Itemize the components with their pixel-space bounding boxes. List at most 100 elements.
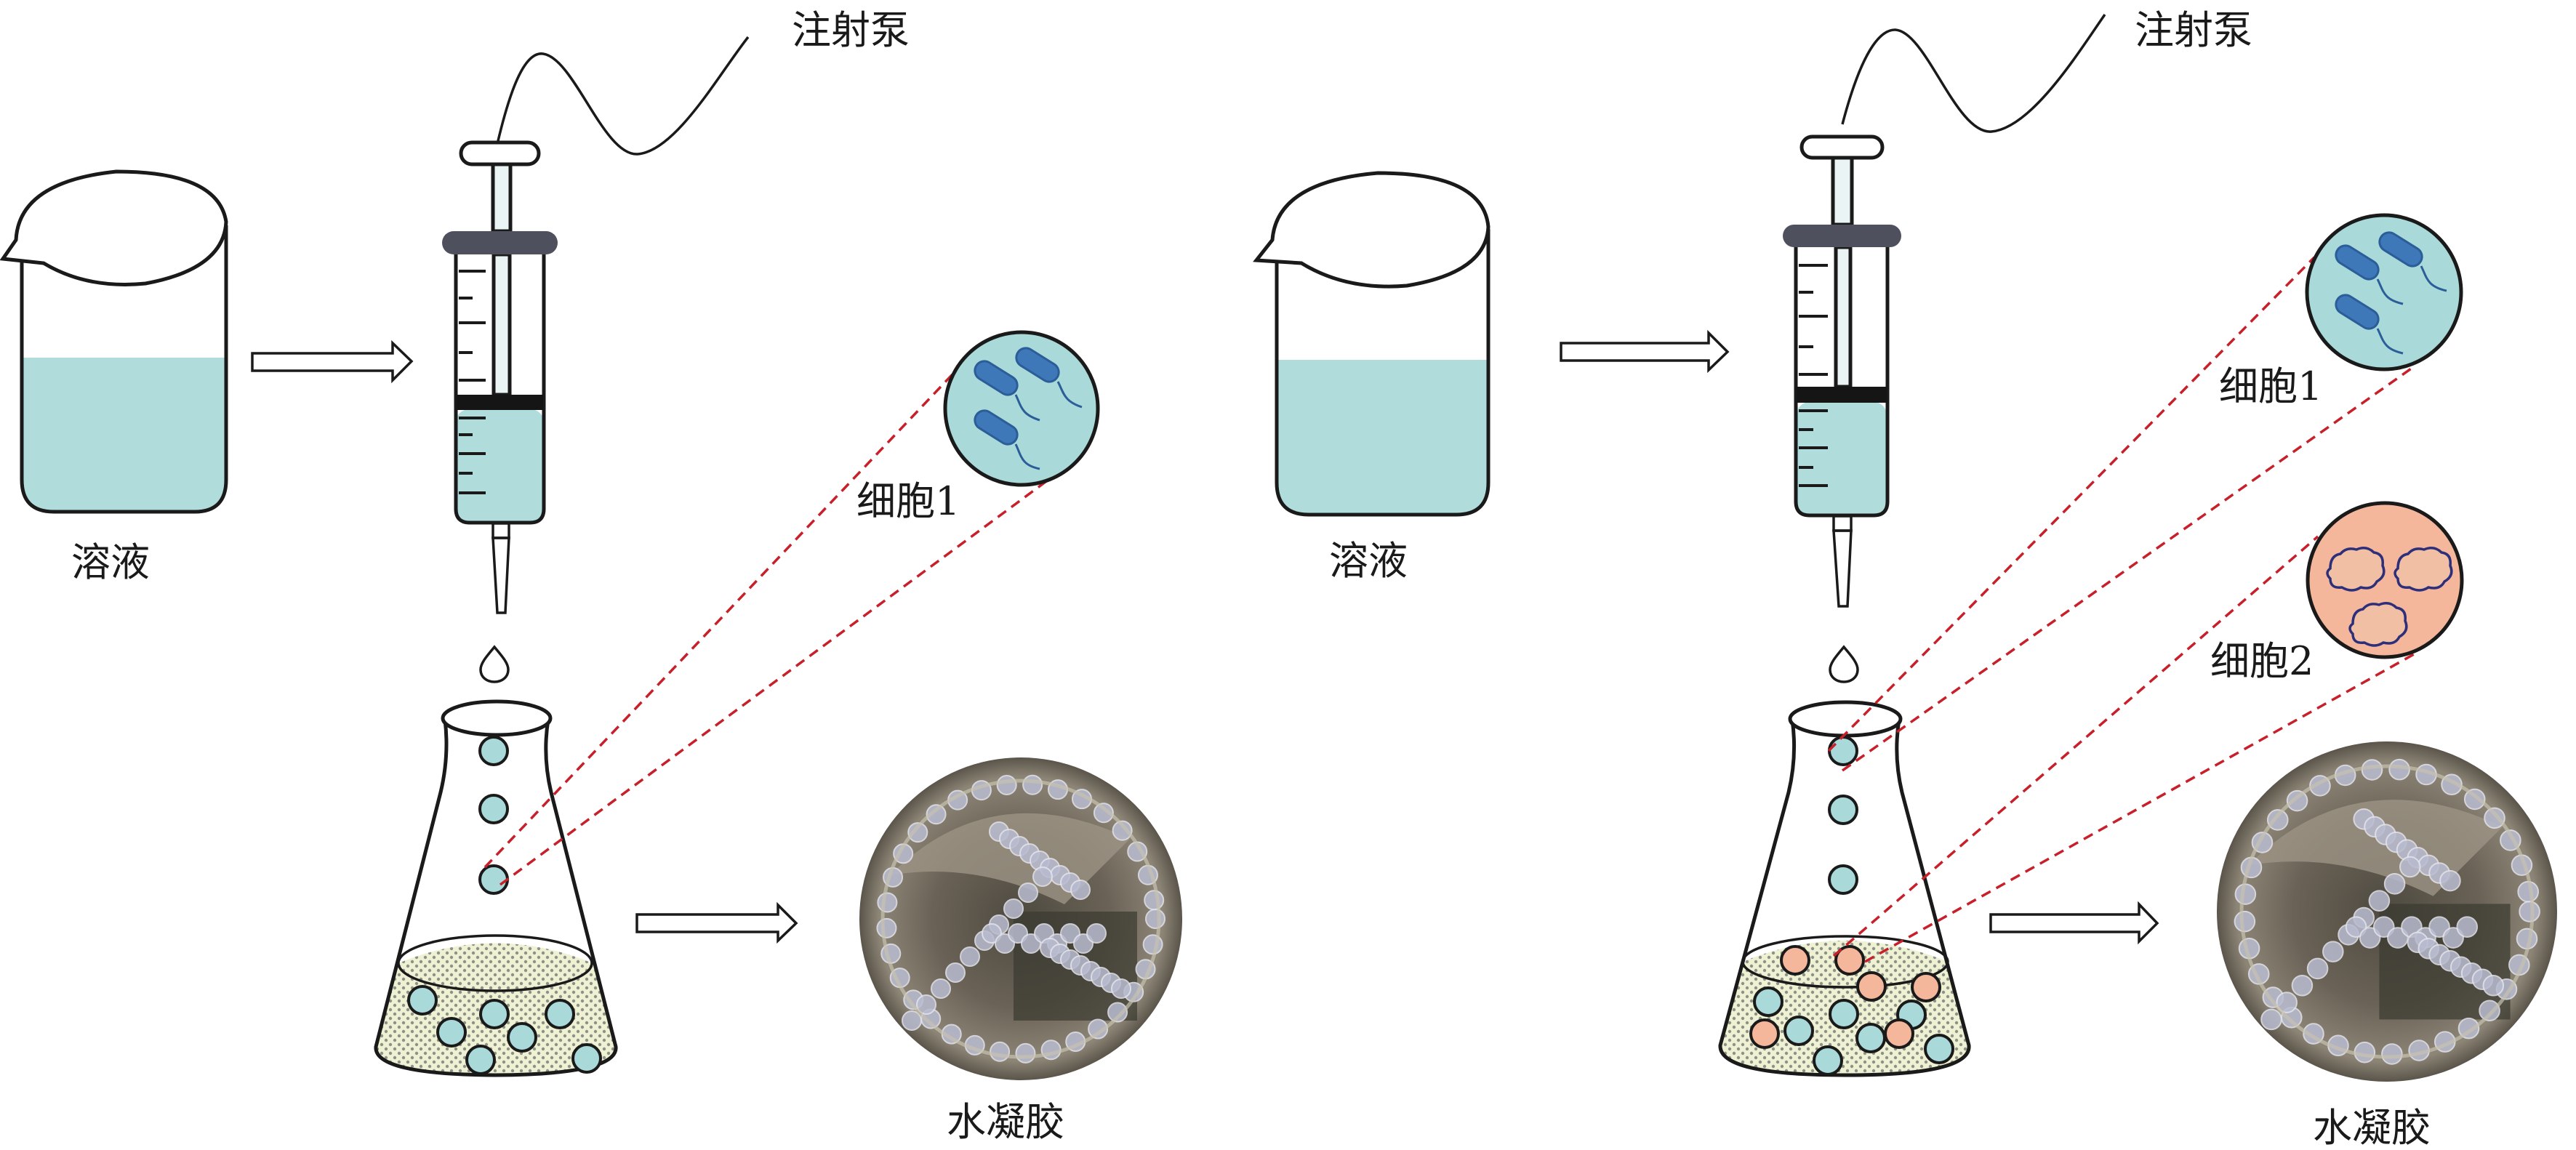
- pump-wire: [496, 36, 750, 156]
- cell1-label: 细胞1: [2219, 363, 2322, 409]
- beaker-liquid: [23, 358, 225, 510]
- droplet-icon: [1829, 645, 1859, 683]
- hydrogel-bead: [2306, 957, 2329, 980]
- bead-cell1: [407, 985, 438, 1016]
- left-panel: 溶液 注射泵: [0, 7, 1182, 1145]
- bead-cell1: [1828, 864, 1858, 895]
- hydrogel-label: 水凝胶: [2313, 1105, 2431, 1150]
- bead-cell1: [507, 1022, 537, 1053]
- bead-cell1: [1813, 1045, 1843, 1076]
- plunger-seal: [1797, 387, 1887, 403]
- flange: [1783, 225, 1901, 247]
- cell1-magnified: 细胞1: [856, 330, 1100, 524]
- flask-mouth: [441, 699, 553, 737]
- scale-ticks: [459, 270, 486, 494]
- hydrogel-bead: [2368, 890, 2391, 912]
- plunger-thumb: [1799, 134, 1885, 160]
- hydrogel-photo: 水凝胶: [859, 757, 1182, 1145]
- hydrogel-bead: [2234, 910, 2256, 933]
- flask-beads: [1749, 736, 1954, 1076]
- flask: [1718, 700, 1971, 1077]
- bead-cell2: [1749, 1018, 1780, 1049]
- zoom-line: [499, 462, 1072, 886]
- bead-cell1: [1829, 999, 1859, 1029]
- bead-cell2: [1834, 945, 1865, 976]
- hydrogel-bead: [2266, 809, 2289, 831]
- hydrogel-bead: [2260, 1008, 2282, 1031]
- bead-cell1: [1924, 1034, 1954, 1064]
- cloud-cell-icon: [2326, 547, 2453, 647]
- bead-cell2: [1780, 945, 1810, 976]
- liquid-surface: [1741, 935, 1949, 989]
- plunger-thumb: [459, 140, 541, 166]
- hydrogel-bead: [2456, 916, 2479, 938]
- zoom-line: [1832, 535, 2319, 957]
- hydrogel-bead: [2286, 789, 2308, 812]
- zoom-line: [483, 373, 954, 869]
- hydrogel-label: 水凝胶: [947, 1099, 1064, 1145]
- hydrogel-photo: 水凝胶: [2217, 741, 2557, 1150]
- beaker: 溶液: [1253, 171, 1490, 584]
- plunger-rod: [491, 162, 513, 233]
- scale-ticks: [1799, 264, 1828, 487]
- hydrogel-bead: [2361, 759, 2383, 781]
- bead-cell1: [545, 999, 575, 1029]
- syringe: 注射泵: [1783, 7, 2252, 608]
- inner-rod: [491, 252, 512, 397]
- hydrogel-bead: [1088, 1018, 1109, 1040]
- hydrogel-bead: [990, 1041, 1011, 1062]
- hydrogel-bead: [1111, 978, 1131, 999]
- needle-hub: [491, 522, 510, 539]
- right-panel: 溶液 注射泵: [1253, 7, 2557, 1150]
- hydrogel-bead: [945, 962, 966, 983]
- hydrogel-bead: [2276, 992, 2298, 1013]
- hydrogel-bead: [2322, 941, 2344, 962]
- beaker-rim: [1253, 171, 1490, 289]
- bead-cell1: [1783, 1016, 1814, 1046]
- barrel-liquid: [456, 409, 544, 523]
- hydrogel-bead: [2383, 873, 2406, 895]
- hydrogel-bead: [1086, 923, 1107, 944]
- zoom-line: [1864, 653, 2415, 963]
- hydrogel-bead: [2482, 974, 2505, 997]
- hydrogel-bead: [1022, 774, 1043, 795]
- flask-body: [374, 719, 618, 1077]
- bead-cell2: [1856, 971, 1887, 1002]
- hydrogel-bead: [2519, 901, 2540, 922]
- hydrogel-bead: [877, 892, 898, 913]
- hydrogel-bead: [926, 804, 947, 825]
- hydrogel-bead: [1070, 880, 1091, 900]
- bead-cell1: [1828, 795, 1858, 825]
- bead-cell1: [479, 999, 510, 1029]
- flask-body: [1718, 719, 1971, 1077]
- arrow-right-icon: [1560, 329, 1730, 374]
- cell2-magnified: 细胞2: [2210, 501, 2464, 684]
- hydrogel-bead: [1112, 820, 1133, 841]
- syringe: 注射泵: [442, 7, 910, 614]
- flask-mouth: [1788, 700, 1903, 738]
- bead-cell1: [1828, 736, 1858, 766]
- hydrogel-bead: [1032, 866, 1053, 887]
- syringe-pump-label: 注射泵: [2135, 7, 2252, 53]
- flask: [374, 699, 618, 1077]
- cell1-label: 细胞1: [856, 478, 960, 524]
- bead-cell1: [1855, 1023, 1886, 1053]
- bead-cell1: [478, 864, 509, 895]
- syringe-pump-label: 注射泵: [792, 7, 910, 53]
- hydrogel-bead: [1144, 890, 1165, 911]
- cell2-label: 细胞2: [2210, 638, 2314, 684]
- needle-hub: [1832, 515, 1853, 532]
- bead-cell1: [1753, 986, 1783, 1017]
- bead-cell1: [436, 1017, 467, 1048]
- hydrogel-bead: [1145, 909, 1165, 929]
- hydrogel-bead: [2381, 1043, 2403, 1065]
- solution-label: 溶液: [1329, 538, 1408, 584]
- bead-cell2: [1911, 972, 1941, 1002]
- bead-cell1: [571, 1043, 602, 1074]
- inner-rod: [1834, 245, 1853, 389]
- hydrogel-bead: [2399, 856, 2421, 878]
- hydrogel-bead: [2484, 807, 2505, 829]
- hydrogel-bead: [1093, 803, 1114, 824]
- bead-cell1: [465, 1045, 496, 1075]
